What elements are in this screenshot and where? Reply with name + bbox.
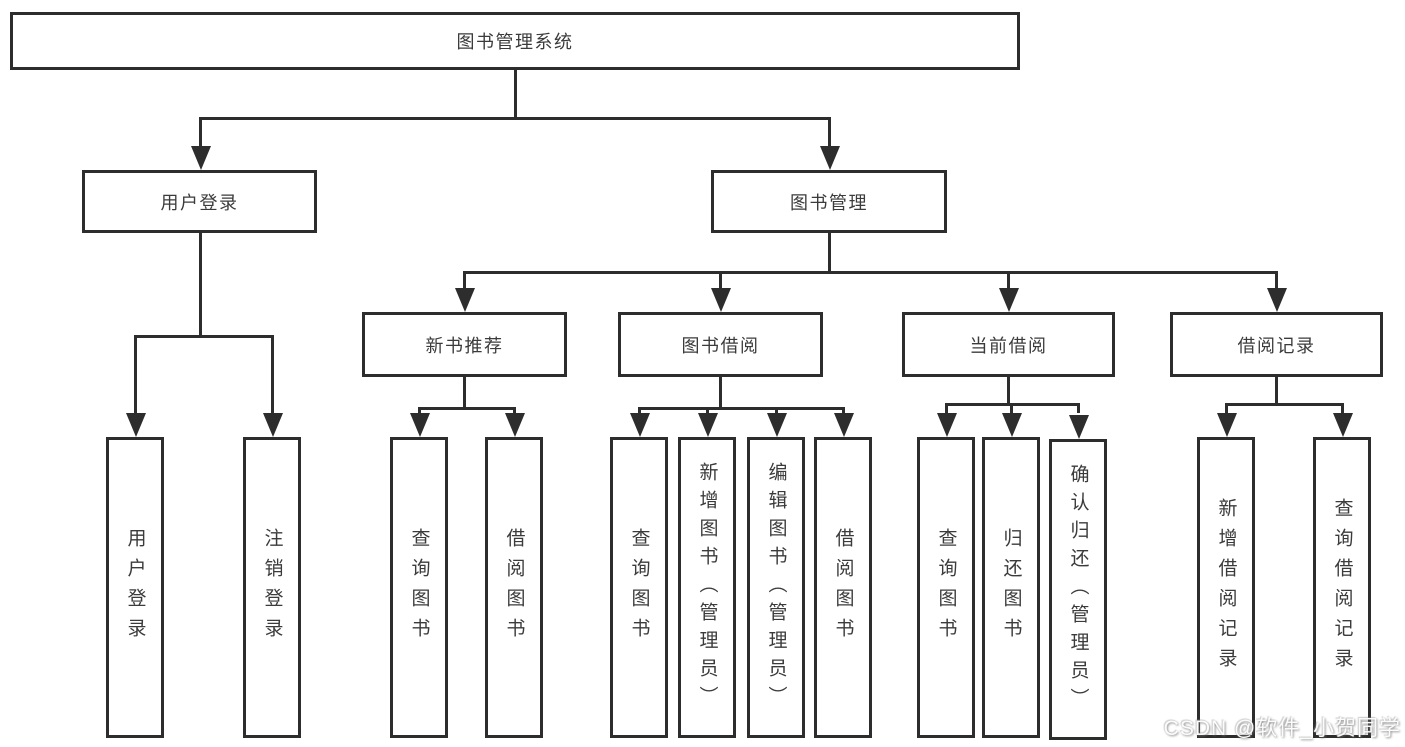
arrow-down-icon: [834, 413, 854, 437]
node-user-login: 用户登录: [82, 170, 317, 233]
connector-line: [199, 117, 831, 120]
connector-line: [945, 403, 948, 413]
connector-line: [463, 271, 1277, 274]
connector-line: [1275, 377, 1278, 403]
connector-line: [513, 407, 516, 413]
node-borrow-books-recommend: 借阅图书: [485, 437, 543, 738]
connector-line: [638, 407, 844, 410]
connector-line: [271, 335, 274, 413]
node-label: 归还图书: [1000, 527, 1022, 648]
arrow-down-icon: [1002, 413, 1022, 437]
connector-line: [418, 407, 421, 413]
connector-line: [775, 407, 778, 413]
arrow-down-icon: [410, 413, 430, 437]
arrow-down-icon: [1069, 415, 1089, 439]
node-label: 用户登录: [124, 527, 146, 648]
node-user-login-leaf: 用户登录: [106, 437, 164, 738]
connector-line: [1225, 403, 1228, 413]
connector-line: [418, 407, 515, 410]
connector-line: [1341, 403, 1344, 413]
connector-line: [514, 70, 517, 117]
node-label: 查询图书: [935, 527, 957, 648]
arrow-down-icon: [455, 288, 475, 312]
node-query-books-current: 查询图书: [917, 437, 975, 738]
node-root: 图书管理系统: [10, 12, 1020, 70]
node-add-borrow-record: 新增借阅记录: [1197, 437, 1255, 738]
arrow-down-icon: [191, 146, 211, 170]
connector-line: [1225, 403, 1343, 406]
arrow-down-icon: [505, 413, 525, 437]
node-query-borrow-record: 查询借阅记录: [1313, 437, 1371, 738]
node-book-management: 图书管理: [711, 170, 947, 233]
csdn-watermark: CSDN @软件_小贺同学: [1163, 717, 1401, 740]
connector-line: [1010, 403, 1013, 413]
connector-line: [706, 407, 709, 413]
node-label: 查询借阅记录: [1331, 497, 1353, 678]
arrow-down-icon: [999, 288, 1019, 312]
arrow-down-icon: [1333, 413, 1353, 437]
node-label: 注销登录: [261, 527, 283, 648]
connector-line: [134, 335, 137, 413]
arrow-down-icon: [263, 413, 283, 437]
arrow-down-icon: [937, 413, 957, 437]
node-book-borrow: 图书借阅: [618, 312, 823, 377]
node-borrow-records: 借阅记录: [1170, 312, 1383, 377]
arrow-down-icon: [820, 146, 840, 170]
node-add-book-admin: 新增图书（管理员）: [678, 437, 736, 738]
node-query-books-borrow: 查询图书: [610, 437, 668, 738]
node-logout: 注销登录: [243, 437, 301, 738]
connector-line: [1007, 271, 1010, 288]
node-label: 新增借阅记录: [1215, 497, 1237, 678]
node-label: 借阅图书: [832, 527, 854, 648]
connector-line: [828, 117, 831, 147]
connector-line: [638, 407, 641, 413]
node-label: 编辑图书（管理员）: [765, 461, 787, 714]
node-label: 新增图书（管理员）: [696, 461, 718, 714]
node-edit-book-admin: 编辑图书（管理员）: [747, 437, 805, 738]
connector-line: [1077, 403, 1080, 413]
node-label: 查询图书: [628, 527, 650, 648]
connector-line: [828, 233, 831, 271]
connector-line: [1007, 377, 1010, 403]
arrow-down-icon: [711, 288, 731, 312]
arrow-down-icon: [698, 413, 718, 437]
connector-line: [463, 377, 466, 407]
connector-line: [134, 335, 274, 338]
node-query-books-recommend: 查询图书: [390, 437, 448, 738]
connector-line: [719, 377, 722, 407]
arrow-down-icon: [126, 413, 146, 437]
node-current-borrow: 当前借阅: [902, 312, 1115, 377]
arrow-down-icon: [767, 413, 787, 437]
connector-line: [842, 407, 845, 413]
node-return-books: 归还图书: [982, 437, 1040, 738]
connector-line: [463, 271, 466, 288]
arrow-down-icon: [1267, 288, 1287, 312]
node-borrow-books-leaf: 借阅图书: [814, 437, 872, 738]
node-label: 查询图书: [408, 527, 430, 648]
connector-line: [199, 233, 202, 335]
node-new-book-recommend: 新书推荐: [362, 312, 567, 377]
connector-line: [719, 271, 722, 288]
node-label: 确认归还（管理员）: [1067, 463, 1089, 716]
arrow-down-icon: [1217, 413, 1237, 437]
connector-line: [1275, 271, 1278, 288]
node-confirm-return-admin: 确认归还（管理员）: [1049, 439, 1107, 740]
node-label: 借阅图书: [503, 527, 525, 648]
arrow-down-icon: [630, 413, 650, 437]
connector-line: [199, 117, 202, 147]
